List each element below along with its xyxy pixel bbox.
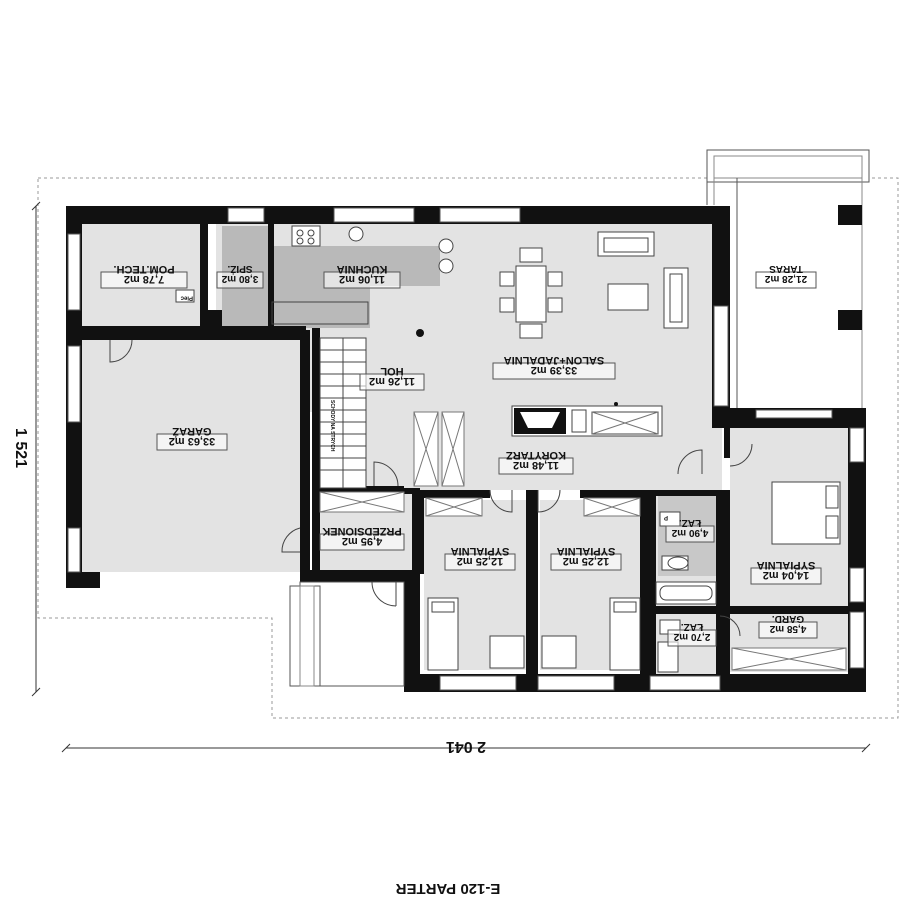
room-name-sypialnia1: SYPIALNIA <box>451 545 510 557</box>
room-area-korytarz: 11,48 m2 <box>513 459 559 471</box>
room-area-garaz: 33,63 m2 <box>169 435 215 447</box>
room-area-sypialnia2: 12,25 m2 <box>563 555 609 567</box>
room-name-lazienka2: ŁAZ. <box>681 621 703 632</box>
room-area-box-sypialnia3 <box>750 567 822 585</box>
room-area-box-korytarz <box>498 457 574 475</box>
room-area-box-lazienka2 <box>667 629 717 647</box>
room-name-hol: HOL <box>380 365 404 377</box>
room-name-sypialnia2: SYPIALNIA <box>557 545 616 557</box>
room-area-kuchnia: 11,06 m2 <box>339 273 385 285</box>
room-area-lazienka2: 2,70 m2 <box>673 631 710 642</box>
room-area-pomtech: 7,78 m2 <box>124 273 164 285</box>
room-name-korytarz: KORYTARZ <box>506 449 566 461</box>
plan-caption: E-120 PARTER <box>395 880 500 897</box>
boiler <box>175 289 195 303</box>
stairs-note: SCHODY NA STRYCH <box>329 400 335 452</box>
room-area-box-kuchnia <box>323 271 401 289</box>
kitchen-fixtures <box>271 225 454 337</box>
room-area-box-spiz <box>216 271 264 289</box>
room-name-lazienka1: ŁAZ. <box>679 517 701 528</box>
room-name-pomtech: POM.TECH. <box>113 263 174 275</box>
bathroom-fixtures <box>655 511 717 673</box>
room-area-spiz: 3,80 m2 <box>221 273 258 284</box>
room-name-kuchnia: KUCHNIA <box>337 263 388 275</box>
room-area-hol: 11,26 m2 <box>369 375 415 387</box>
beds <box>427 481 841 671</box>
room-area-box-hol <box>359 373 425 391</box>
kitchen-island-gap <box>370 286 440 328</box>
room-area-box-lazienka1 <box>665 525 715 543</box>
fireplace <box>511 402 663 437</box>
dining-table <box>499 247 563 339</box>
room-area-taras: 21,28 m2 <box>764 273 807 284</box>
windows <box>67 207 865 691</box>
room-name-spiz: SPIŻ. <box>227 263 252 276</box>
room-name-sypialnia3: SYPIALNIA <box>757 559 816 571</box>
room-area-salon: 33,39 m2 <box>531 364 577 376</box>
doors <box>109 339 753 637</box>
room-area-sypialnia1: 12,25 m2 <box>457 555 503 567</box>
room-area-garderoba: 4,58 m2 <box>769 623 806 634</box>
room-name-garaz: GARAŻ <box>172 425 211 438</box>
room-area-przedsionek: 4,95 m2 <box>342 535 382 547</box>
room-name-przedsionek: PRZEDSIONEK <box>322 525 402 537</box>
room-area-box-garderoba <box>758 621 818 639</box>
room-area-sypialnia3: 14,04 m2 <box>763 569 809 581</box>
room-area-box-taras <box>755 271 817 289</box>
entrance-porch <box>289 581 405 687</box>
terrace <box>706 149 870 410</box>
boiler-label: Piec <box>180 294 193 300</box>
wardrobes <box>319 411 847 671</box>
room-name-salon: SALON+JADALNIA <box>504 354 605 366</box>
room-name-taras: TARAS <box>769 263 803 274</box>
dimension-width: 2 041 <box>446 738 486 755</box>
dimension-depth: 1 521 <box>12 428 29 468</box>
room-name-garderoba: GARD. <box>772 613 804 624</box>
room-area-box-przedsionek <box>319 533 405 551</box>
room-area-box-sypialnia1 <box>444 553 516 571</box>
room-area-lazienka1: 4,90 m2 <box>671 527 708 538</box>
dimension-lines <box>31 201 871 753</box>
living-furniture <box>597 231 689 329</box>
room-area-box-pomtech <box>100 271 188 289</box>
room-area-box-garaz <box>156 433 228 451</box>
plot-outline <box>37 177 899 719</box>
p-label: P <box>664 514 668 520</box>
room-area-box-salon <box>492 362 616 380</box>
room-area-box-sypialnia2 <box>550 553 622 571</box>
staircase <box>319 337 367 489</box>
